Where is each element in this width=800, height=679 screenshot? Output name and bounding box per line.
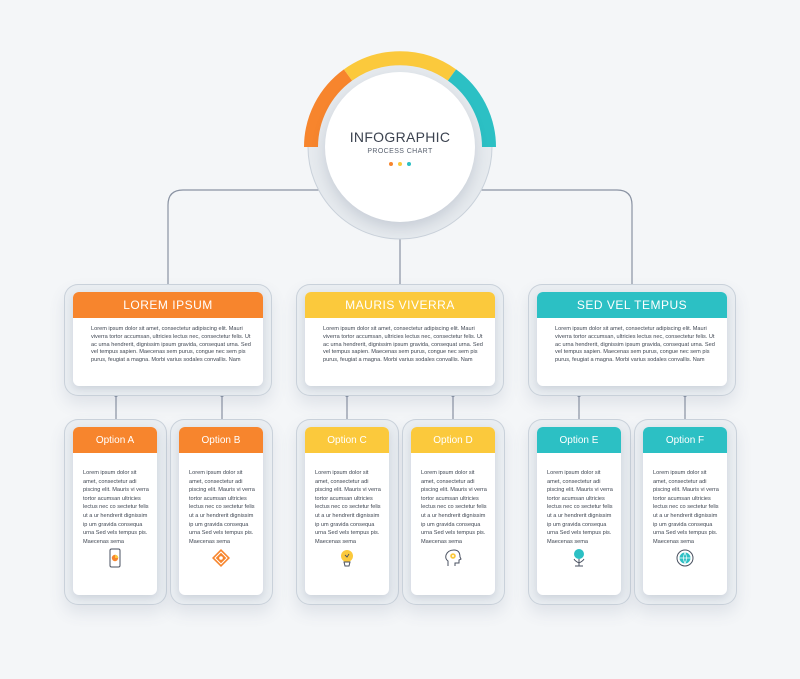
hub-subtitle: PROCESS CHART [367,147,433,155]
hub: INFOGRAPHIC PROCESS CHART [303,50,497,244]
section-title-2: MAURIS VIVERRA [305,292,495,318]
hub-core: INFOGRAPHIC PROCESS CHART [325,72,475,222]
head-gear-icon [445,549,462,566]
option-text-d: Lorem ipsum dolor sit amet, consectetur … [421,470,487,545]
phone-chart-icon [109,548,121,568]
section-text-1: Lorem ipsum dolor sit amet, consectetur … [91,326,251,364]
option-card-a: Option A Lorem ipsum dolor sit amet, con… [73,427,157,595]
section-card-2: MAURIS VIVERRA Lorem ipsum dolor sit ame… [305,292,495,386]
hub-dots [389,161,411,166]
option-label-a: Option A [73,427,157,453]
option-card-c: Option C Lorem ipsum dolor sit amet, con… [305,427,389,595]
dot-orange [389,161,393,166]
option-label-b: Option B [179,427,263,453]
option-label-e: Option E [537,427,621,453]
option-text-c: Lorem ipsum dolor sit amet, consectetur … [315,470,381,545]
option-label-c: Option C [305,427,389,453]
section-text-3: Lorem ipsum dolor sit amet, consectetur … [555,326,715,364]
section-text-2: Lorem ipsum dolor sit amet, consectetur … [323,326,483,364]
trophy-icon [341,550,353,567]
puzzle-icon [212,549,230,567]
option-text-f: Lorem ipsum dolor sit amet, consectetur … [653,470,719,545]
section-card-3: SED VEL TEMPUS Lorem ipsum dolor sit ame… [537,292,727,386]
option-card-f: Option F Lorem ipsum dolor sit amet, con… [643,427,727,595]
hub-title: INFOGRAPHIC [349,128,451,145]
option-label-d: Option D [411,427,495,453]
option-text-e: Lorem ipsum dolor sit amet, consectetur … [547,470,613,545]
section-card-1: LOREM IPSUM Lorem ipsum dolor sit amet, … [73,292,263,386]
section-title-1: LOREM IPSUM [73,292,263,318]
globe-icon [676,549,694,567]
plant-icon [573,549,585,567]
option-text-a: Lorem ipsum dolor sit amet, consectetur … [83,470,149,545]
option-card-e: Option E Lorem ipsum dolor sit amet, con… [537,427,621,595]
option-card-b: Option B Lorem ipsum dolor sit amet, con… [179,427,263,595]
dot-yellow [398,161,402,166]
option-text-b: Lorem ipsum dolor sit amet, consectetur … [189,470,255,545]
dot-teal [407,161,411,166]
option-card-d: Option D Lorem ipsum dolor sit amet, con… [411,427,495,595]
option-label-f: Option F [643,427,727,453]
section-title-3: SED VEL TEMPUS [537,292,727,318]
